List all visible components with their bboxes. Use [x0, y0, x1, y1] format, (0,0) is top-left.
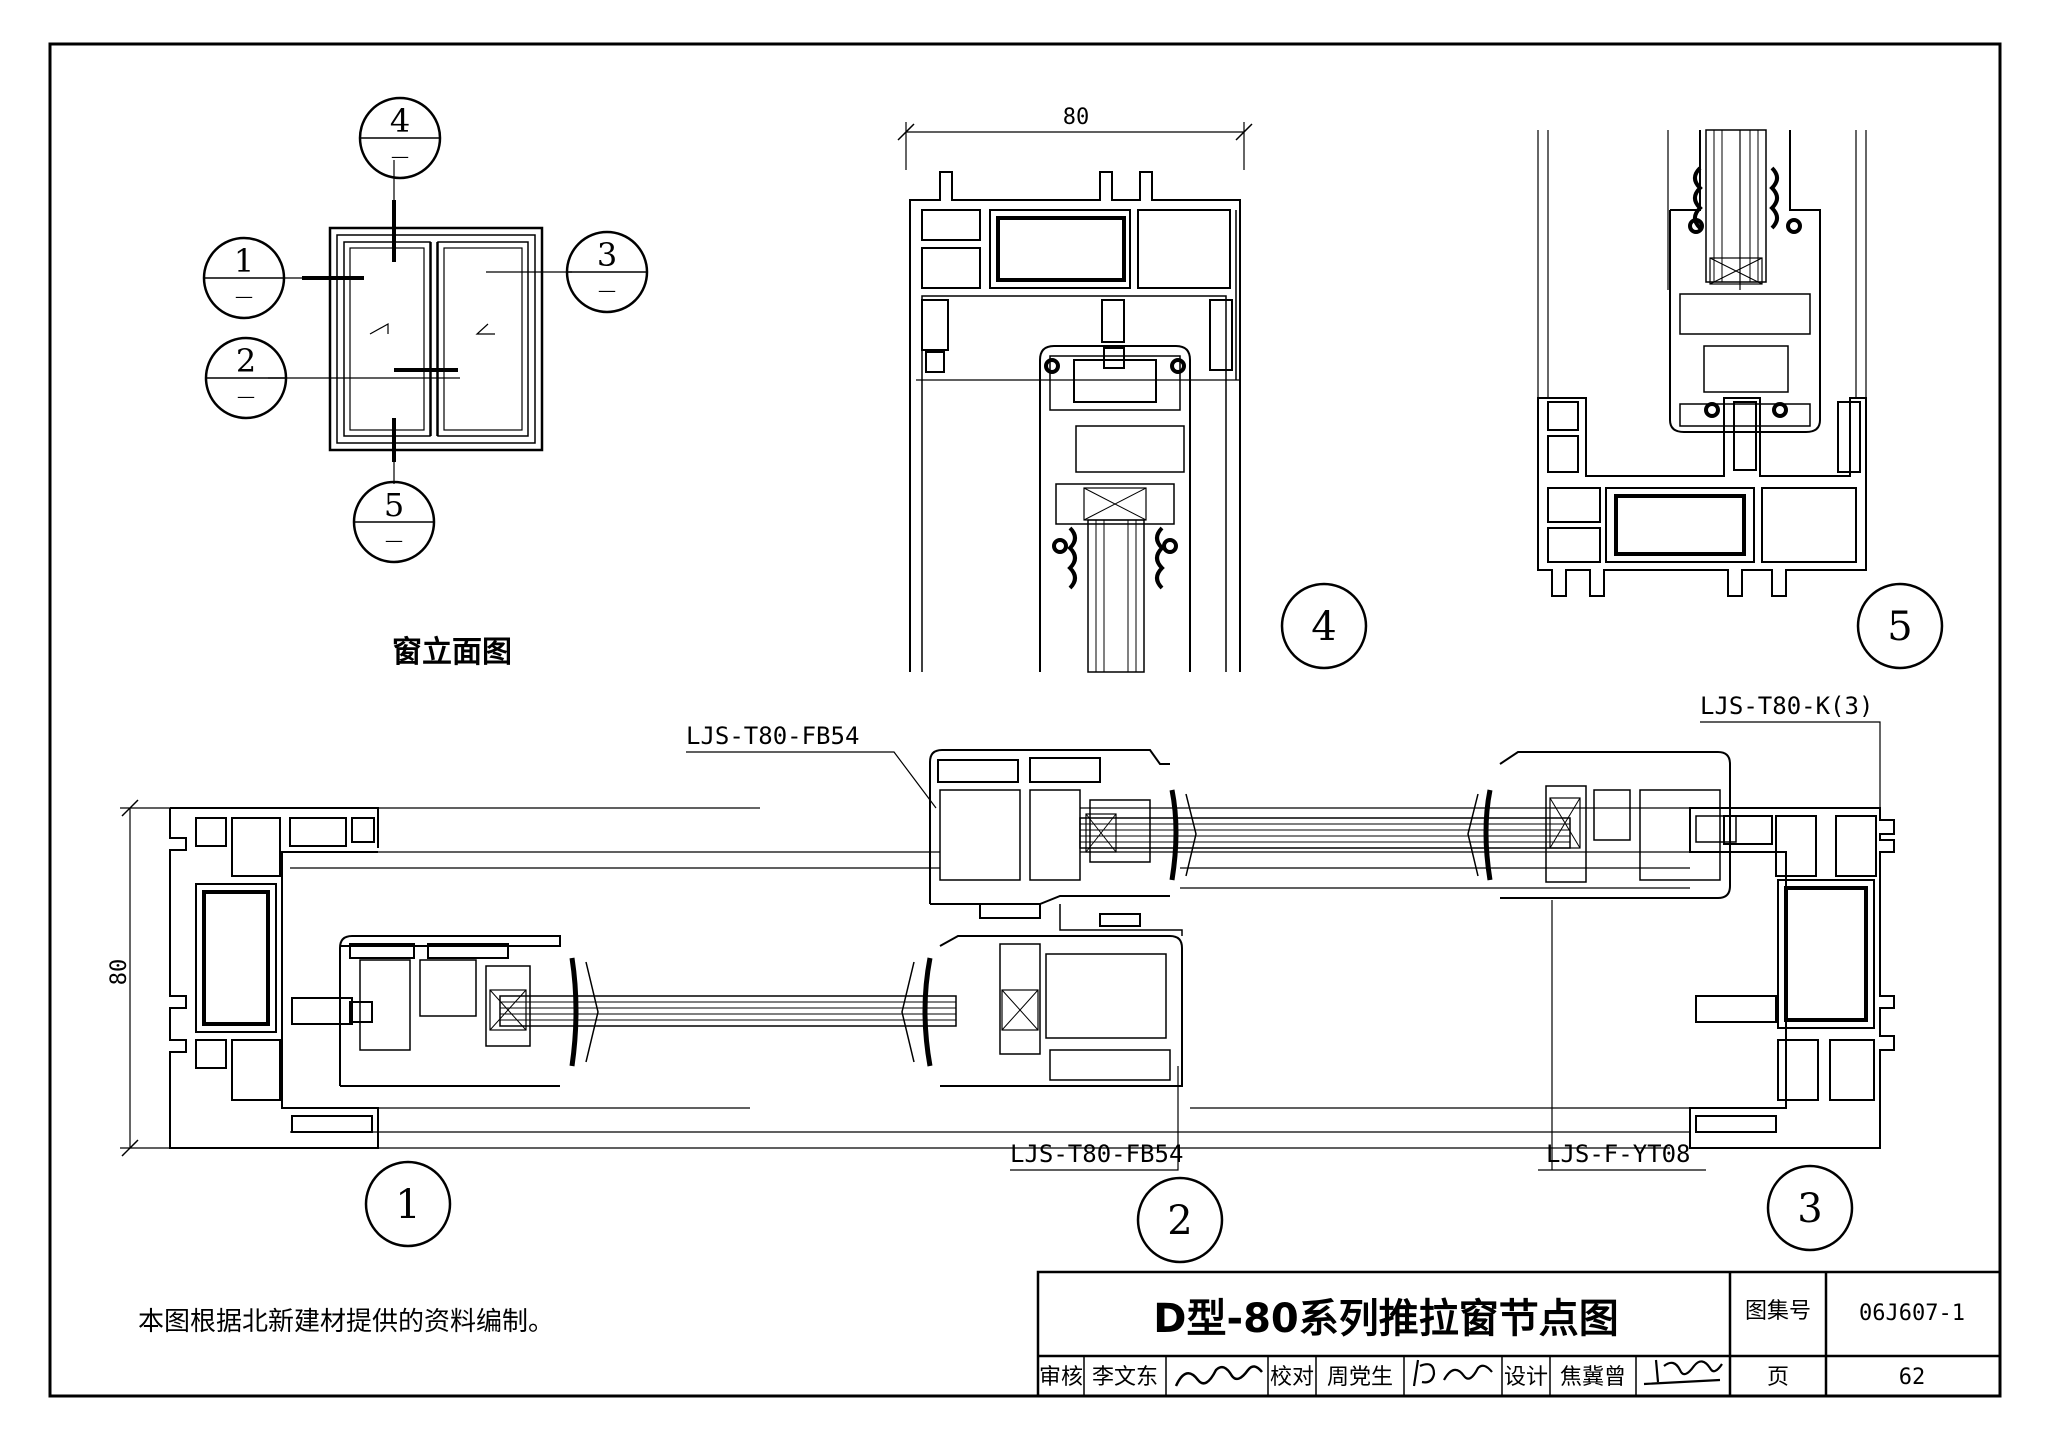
- sheet-border: [48, 42, 2002, 1398]
- elevation-markers: 1 — 2 — 3 — 4 — 5 —: [234, 102, 617, 551]
- detail-1-circle: [364, 1160, 452, 1248]
- marker-1-number: 1: [234, 242, 254, 280]
- drawing-title: D型-80系列推拉窗节点图: [1153, 1296, 1618, 1342]
- label-upper-fb54: LJS-T80-FB54: [686, 722, 859, 750]
- page-label: 页: [1767, 1365, 1789, 1390]
- detail-5-section: [1537, 129, 1867, 597]
- detail-4-number: 4: [1311, 604, 1336, 650]
- label-lower-fb54: LJS-T80-FB54: [1010, 1140, 1183, 1168]
- dimension-height-left: 80: [107, 959, 132, 986]
- marker-4-number: 4: [390, 102, 410, 140]
- marker-5-sub: —: [385, 530, 403, 551]
- marker-3-sub: —: [598, 280, 616, 301]
- dimension-width-top: 80: [1063, 105, 1090, 130]
- detail-5-circle: [1856, 582, 1944, 670]
- review-label: 审核: [1039, 1365, 1083, 1390]
- marker-3-number: 3: [597, 236, 617, 274]
- horizontal-section: [120, 721, 1895, 1171]
- atlas-label: 图集号: [1745, 1299, 1811, 1324]
- marker-2-sub: —: [237, 386, 255, 407]
- marker-5-number: 5: [384, 486, 404, 524]
- label-yt08: LJS-F-YT08: [1546, 1140, 1691, 1168]
- check-name: 周党生: [1327, 1365, 1393, 1390]
- design-name: 焦冀曾: [1560, 1365, 1626, 1390]
- marker-1-sub: —: [235, 286, 253, 307]
- detail-2-circle: [1136, 1176, 1224, 1264]
- design-label: 设计: [1504, 1365, 1548, 1390]
- check-label: 校对: [1270, 1365, 1314, 1390]
- detail-3-circle: [1766, 1164, 1854, 1252]
- source-note: 本图根据北新建材提供的资料编制。: [138, 1307, 554, 1337]
- marker-2-number: 2: [236, 342, 256, 380]
- detail-1-number: 1: [395, 1182, 420, 1228]
- review-signature: [1174, 1365, 1263, 1387]
- title-block: [1036, 1270, 2002, 1398]
- marker-4-sub: —: [391, 146, 409, 167]
- label-k3: LJS-T80-K(3): [1700, 692, 1873, 720]
- atlas-number: 06J607-1: [1859, 1301, 1965, 1326]
- detail-3-number: 3: [1797, 1186, 1822, 1232]
- design-signature: [1643, 1359, 1723, 1386]
- page-number: 62: [1899, 1365, 1926, 1390]
- detail-4-circle: [1280, 582, 1368, 670]
- detail-5-number: 5: [1887, 604, 1912, 650]
- detail-2-number: 2: [1167, 1198, 1192, 1244]
- window-elevation: [202, 96, 649, 564]
- detail-4-section: [897, 122, 1253, 673]
- review-name: 李文东: [1092, 1365, 1158, 1390]
- elevation-title: 窗立面图: [392, 635, 512, 670]
- check-signature: [1412, 1359, 1493, 1387]
